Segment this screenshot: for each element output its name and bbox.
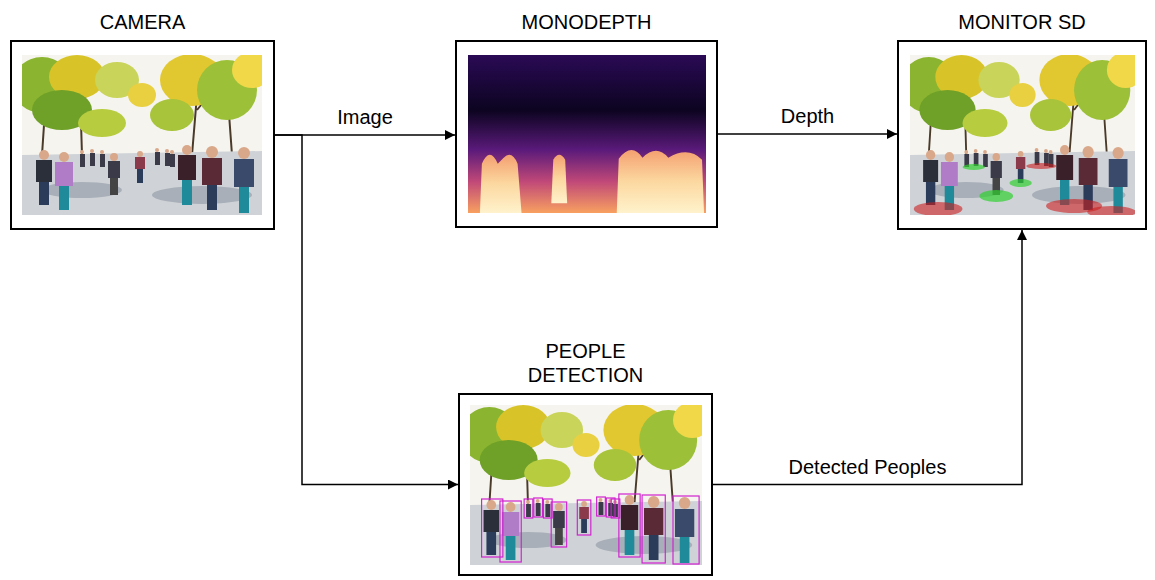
image-box: PEOPLE DETECTION	[458, 339, 713, 576]
box-frame	[458, 393, 713, 576]
edge-label: Image	[334, 106, 396, 128]
box-frame	[897, 40, 1147, 230]
box-heading: MONITOR SD	[897, 10, 1147, 34]
image-box: CAMERA	[10, 10, 275, 230]
detection-photo	[460, 402, 711, 565]
box-heading: PEOPLE DETECTION	[511, 339, 661, 387]
edge-label-holder: Depth	[778, 104, 837, 128]
edge-label: Detected Peoples	[786, 456, 950, 478]
flow-arrow	[275, 135, 458, 485]
box-frame	[10, 40, 275, 230]
box-heading: CAMERA	[10, 10, 275, 34]
image-box: MONITOR SD	[897, 10, 1147, 230]
edge-label-holder: Detected Peoples	[786, 455, 950, 479]
box-frame	[455, 40, 718, 228]
edge-label: Depth	[778, 105, 837, 127]
image-box: MONODEPTH	[455, 10, 718, 228]
monitor-photo	[901, 52, 1145, 218]
box-heading: MONODEPTH	[455, 10, 718, 34]
flow-arrow	[713, 230, 1022, 485]
flow-arrow	[718, 133, 897, 135]
edge-label-holder: Image	[334, 105, 396, 129]
camera-photo	[12, 52, 272, 215]
depth-map	[468, 55, 706, 213]
